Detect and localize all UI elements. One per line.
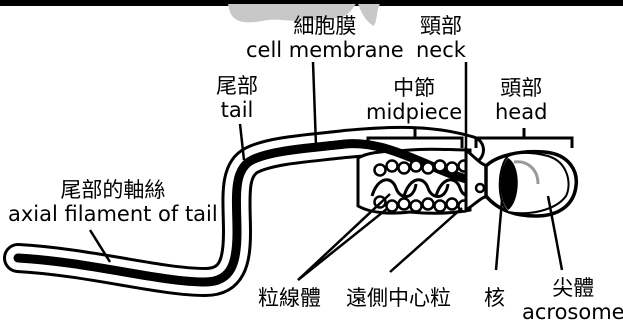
- label-midpiece-zh: 中節: [366, 76, 462, 100]
- label-head: 頭部 head: [495, 76, 547, 124]
- head: [486, 152, 576, 216]
- label-acrosome: 尖體 acrosome: [522, 276, 623, 324]
- label-axial-filament: 尾部的軸絲 axial filament of tail: [8, 178, 218, 226]
- label-cell-membrane-zh: 細胞膜: [246, 14, 404, 38]
- label-tail-en: tail: [216, 98, 258, 122]
- bracket-head: [476, 128, 572, 148]
- leader-nucleus: [496, 200, 502, 270]
- label-neck-zh: 頸部: [416, 14, 466, 38]
- leader-mitochondria-1: [298, 194, 390, 280]
- label-head-en: head: [495, 100, 547, 124]
- label-tail-zh: 尾部: [216, 74, 258, 98]
- label-axial-filament-zh: 尾部的軸絲: [8, 178, 218, 202]
- label-neck: 頸部 neck: [416, 14, 466, 62]
- leader-distal-centriole: [390, 208, 462, 272]
- label-nucleus-zh: 核: [484, 286, 505, 310]
- label-acrosome-en: acrosome: [522, 300, 623, 324]
- label-distal-centriole-zh: 遠側中心粒: [346, 286, 451, 310]
- label-cell-membrane-en: cell membrane: [246, 38, 404, 62]
- label-mitochondria: 粒線體: [258, 286, 321, 310]
- label-head-zh: 頭部: [495, 76, 547, 100]
- label-midpiece-en: midpiece: [366, 100, 462, 124]
- leader-mitochondria-2: [298, 208, 388, 280]
- label-cell-membrane: 細胞膜 cell membrane: [246, 14, 404, 62]
- label-distal-centriole: 遠側中心粒: [346, 286, 451, 310]
- label-nucleus: 核: [484, 286, 505, 310]
- label-axial-filament-en: axial filament of tail: [8, 202, 218, 226]
- distal-centriole-dot: [476, 184, 484, 192]
- label-midpiece: 中節 midpiece: [366, 76, 462, 124]
- label-acrosome-zh: 尖體: [522, 276, 623, 300]
- label-neck-en: neck: [416, 38, 466, 62]
- label-mitochondria-zh: 粒線體: [258, 286, 321, 310]
- label-tail: 尾部 tail: [216, 74, 258, 122]
